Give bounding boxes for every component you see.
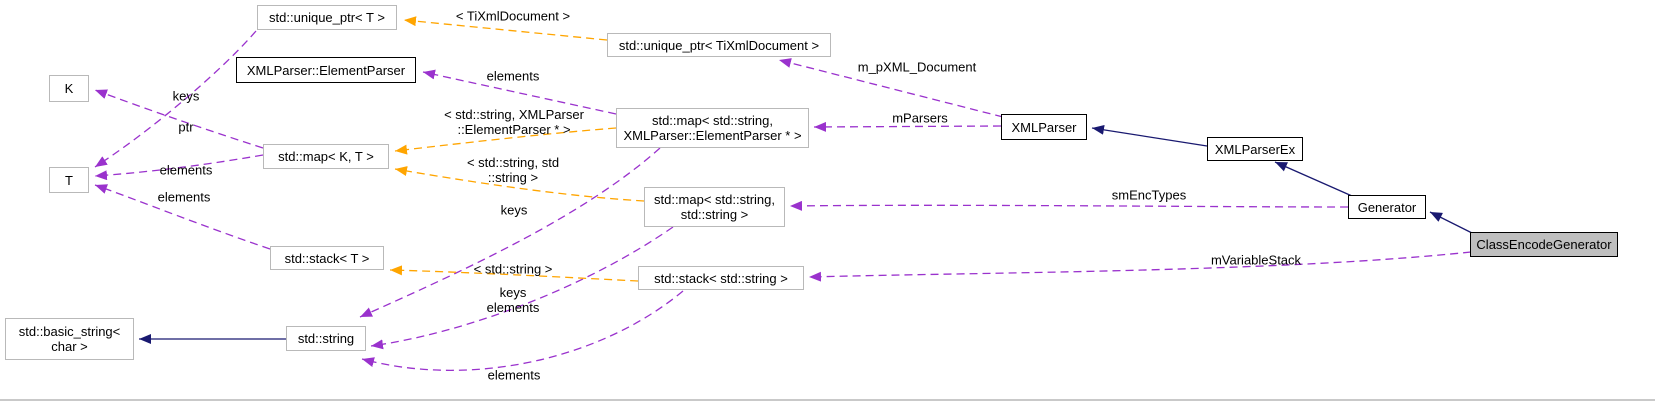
edge-label-template-args-map-elementparser: < std::string, XMLParser ::ElementParser… (444, 107, 584, 137)
edge-label-keys-elements-string: keys elements (486, 285, 540, 315)
edge-label-ptr: ptr (178, 119, 194, 135)
node-k: K (49, 75, 89, 102)
edge-label-elements-elementparser: elements (486, 68, 540, 84)
node-xmlparserex[interactable]: XMLParserEx (1207, 137, 1303, 161)
node-std-map-string-elementparser: std::map< std::string, XMLParser::Elemen… (616, 108, 809, 148)
node-std-unique-ptr-t: std::unique_ptr< T > (257, 5, 397, 30)
edge-label-template-args-stack-string: < std::string > (473, 261, 553, 277)
node-std-map-string-string: std::map< std::string, std::string > (644, 187, 785, 227)
edge-template-stack-string (389, 265, 639, 282)
edge-inherit-xmlparserex-xmlparser (1091, 124, 1208, 147)
edge-inherit-generator-xmlparserex (1274, 161, 1353, 197)
edge-label-elements-string-from-stack: elements (487, 367, 541, 383)
bottom-divider (0, 399, 1655, 401)
node-std-stack-string: std::stack< std::string > (638, 266, 804, 290)
edge-label-keys-k: keys (172, 88, 200, 104)
node-std-map-k-t: std::map< K, T > (263, 144, 389, 169)
edge-label-elements-t-from-stack: elements (157, 189, 211, 205)
edge-usage-keys-elements-string (370, 226, 674, 350)
edge-label-mparsers: mParsers (892, 110, 948, 126)
edge-label-elements-t-from-map: elements (159, 162, 213, 178)
edge-usage-smenctypes (789, 200, 1349, 211)
node-std-basic-string-char: std::basic_string< char > (5, 318, 134, 360)
edge-template-tixmldocument (403, 16, 608, 41)
node-std-stack-t: std::stack< T > (270, 246, 384, 270)
edge-usage-elements-elementparser (422, 69, 617, 115)
edge-usage-elements-t-from-map (94, 154, 264, 181)
edge-usage-mparsers (813, 121, 1002, 132)
node-std-unique-ptr-tixmldocument: std::unique_ptr< TiXmlDocument > (607, 33, 831, 57)
node-generator[interactable]: Generator (1348, 195, 1426, 219)
node-classencodegenerator: ClassEncodeGenerator (1470, 232, 1618, 257)
edge-inherit-ceg-generator (1429, 211, 1473, 234)
node-xmlparser[interactable]: XMLParser (1001, 114, 1087, 140)
edge-label-smenctypes: smEncTypes (1111, 187, 1187, 203)
edge-usage-elements-string-from-stack (361, 290, 684, 371)
edge-label-m-pxml-document: m_pXML_Document (857, 59, 977, 75)
edge-template-map-stringstring (394, 166, 645, 202)
edge-label-keys-string-from-mapep: keys (500, 202, 528, 218)
node-t: T (49, 167, 89, 193)
edge-usage-ptr-t (94, 30, 257, 168)
edge-usage-keys-k (94, 89, 264, 149)
edge-usage-mvariablestack (808, 251, 1472, 282)
edge-usage-keys-string-from-mapep (359, 147, 661, 318)
node-xmlparser-elementparser[interactable]: XMLParser::ElementParser (236, 57, 416, 83)
edge-label-template-args-tixmldocument: < TiXmlDocument > (455, 8, 571, 24)
edge-label-template-args-map-stringstring: < std::string, std ::string > (466, 155, 560, 185)
edge-label-mvariablestack: mVariableStack (1210, 252, 1302, 268)
node-std-string: std::string (286, 326, 366, 351)
edge-template-map-elementparser (394, 127, 617, 155)
